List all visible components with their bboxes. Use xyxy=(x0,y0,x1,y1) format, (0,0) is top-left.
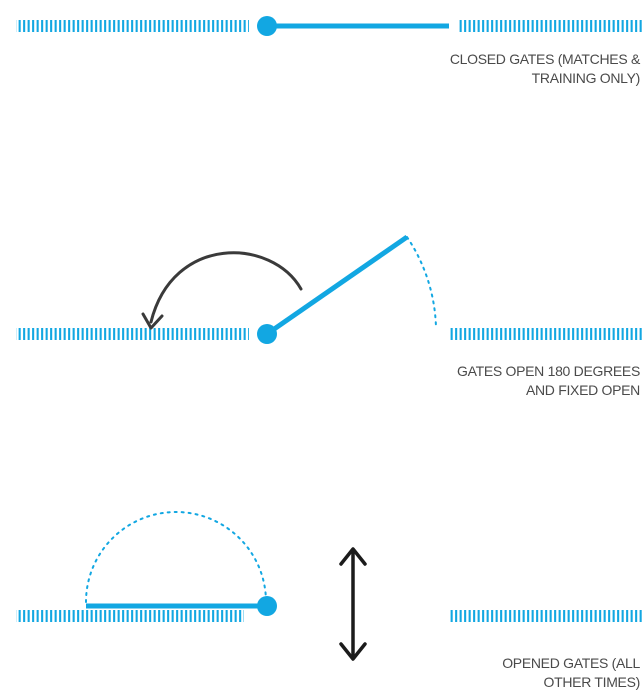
caption-line: AND FIXED OPEN xyxy=(525,382,640,398)
panel-opened-gates xyxy=(16,511,642,661)
fence-left xyxy=(16,20,249,32)
swing-arc-dotted xyxy=(85,511,267,603)
fence-left xyxy=(16,610,244,622)
double-arrow-icon xyxy=(339,547,367,661)
hinge-post xyxy=(257,324,277,344)
fence-right xyxy=(458,20,642,32)
caption-open-180-gates: GATES OPEN 180 DEGREES AND FIXED OPEN xyxy=(340,362,640,400)
caption-line: OPENED GATES (ALL xyxy=(502,655,640,671)
rotate-arrow-icon xyxy=(149,251,303,324)
caption-opened-gates: OPENED GATES (ALL OTHER TIMES) xyxy=(340,654,640,692)
hinge-post xyxy=(257,16,277,36)
fence-right xyxy=(449,610,642,622)
caption-line: OTHER TIMES) xyxy=(543,674,641,690)
panel-open-180-gates xyxy=(16,234,642,344)
rotate-arrowhead-icon xyxy=(141,312,164,330)
caption-line: CLOSED GATES (MATCHES & xyxy=(449,51,640,67)
fence-right xyxy=(449,328,642,340)
caption-line: GATES OPEN 180 DEGREES xyxy=(457,363,640,379)
gate-leaf xyxy=(265,234,409,337)
caption-closed-gates: CLOSED GATES (MATCHES & TRAINING ONLY) xyxy=(340,50,640,88)
caption-line: TRAINING ONLY) xyxy=(531,70,641,86)
panel-closed-gates xyxy=(16,16,642,36)
fence-left xyxy=(16,328,249,340)
swing-arc-dotted xyxy=(406,236,437,329)
hinge-post xyxy=(257,596,277,616)
